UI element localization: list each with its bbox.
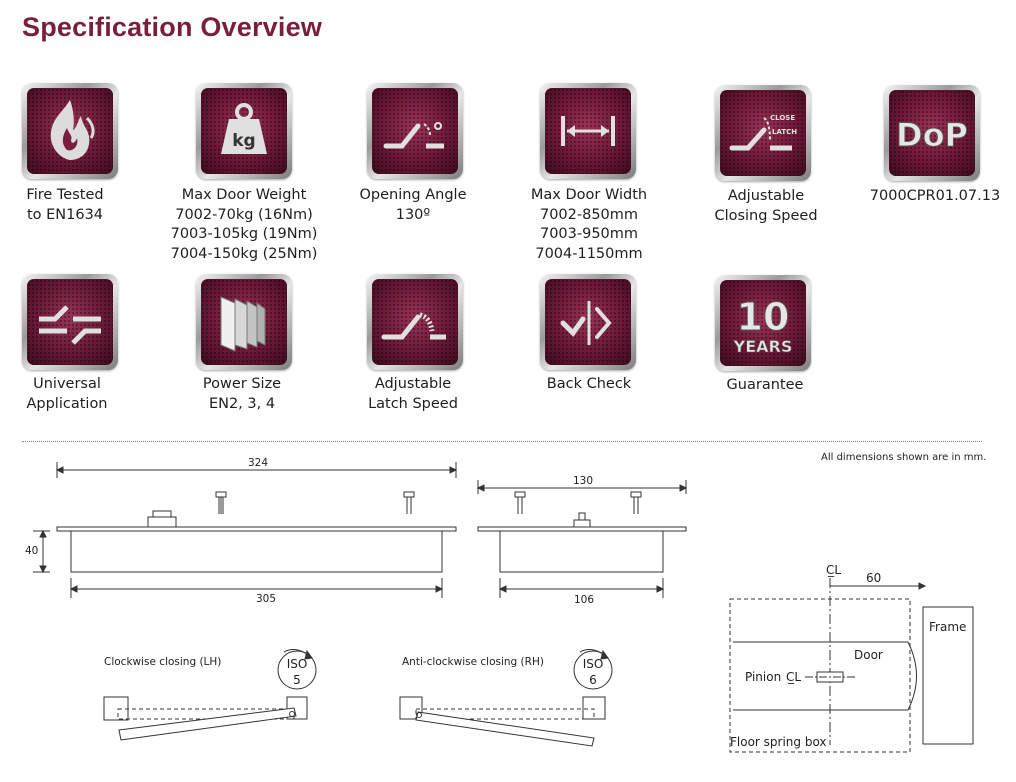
fire-icon [50, 100, 95, 160]
end-view: 130 106 [476, 475, 688, 606]
latch-speed-icon [381, 312, 446, 340]
universal-application-icon [39, 305, 101, 345]
feature-caption-dop: 7000CPR01.07.13 [869, 188, 1001, 204]
section-divider [22, 441, 982, 442]
plan-door-label: Door [854, 648, 883, 662]
plan-frame-label: Frame [929, 620, 966, 634]
rh-iso-line1: ISO [583, 657, 604, 671]
opening-angle-tile [367, 83, 463, 179]
opening-angle-icon [383, 122, 444, 149]
guarantee-tile: 10 YEARS [715, 275, 811, 371]
plan-pinion-centre: C̲L [786, 670, 801, 684]
lh-iso-line2: 5 [293, 673, 301, 687]
weight-icon: kg [221, 103, 267, 154]
dim-end-top: 130 [573, 475, 593, 487]
close-label: CLOSE [770, 114, 795, 122]
rh-iso-line2: 6 [589, 673, 597, 687]
side-view: 324 40 305 [25, 457, 458, 605]
weight-icon-text: kg [232, 131, 255, 151]
dop-icon: DoP [896, 116, 969, 155]
guarantee-years: YEARS [733, 337, 793, 356]
power-size-icon [220, 296, 266, 352]
dim-side-top: 324 [248, 457, 268, 469]
dim-side-body: 305 [256, 593, 276, 605]
page-title: Specification Overview [22, 12, 323, 42]
guarantee-icon: 10 YEARS [732, 295, 793, 357]
plan-floor-box-label: Floor spring box [730, 735, 827, 749]
dop-tile: DoP [884, 85, 980, 181]
rh-closing-diagram: Anti-clockwise closing (RH) ISO 6 [399, 649, 613, 747]
universal-application-tile [22, 274, 118, 370]
plan-centre-line: C̲L [826, 563, 841, 577]
dim-end-body: 106 [574, 594, 594, 606]
feature-caption-backcheck: Back Check [546, 376, 632, 392]
latch-label: LATCH [772, 128, 797, 136]
door-width-icon [561, 116, 615, 146]
power-size-tile [196, 274, 292, 370]
plan-view: C̲L 60 Frame Door Pinion C̲L Floor sprin… [729, 563, 974, 753]
fire-tested-tile [22, 83, 118, 179]
lh-label: Clockwise closing (LH) [104, 656, 221, 668]
closing-speed-icon: CLOSE LATCH [729, 114, 797, 151]
door-width-tile [540, 83, 636, 179]
guarantee-number: 10 [737, 295, 790, 339]
plan-pinion-label: Pinion [745, 670, 781, 684]
dimensions-note: All dimensions shown are in mm. [821, 452, 987, 463]
back-check-icon [560, 301, 612, 345]
dim-side-height: 40 [25, 545, 38, 557]
lh-closing-diagram: Clockwise closing (LH) ISO 5 [103, 649, 317, 741]
plan-offset: 60 [866, 571, 881, 585]
dop-icon-text: DoP [896, 116, 968, 154]
latch-speed-tile [367, 274, 463, 370]
lh-iso-line1: ISO [287, 657, 308, 671]
closing-speed-tile: CLOSE LATCH [715, 85, 811, 181]
feature-caption-guarantee: Guarantee [726, 377, 804, 393]
back-check-tile [540, 274, 636, 370]
rh-label: Anti-clockwise closing (RH) [402, 656, 544, 668]
door-weight-tile: kg [196, 83, 292, 179]
